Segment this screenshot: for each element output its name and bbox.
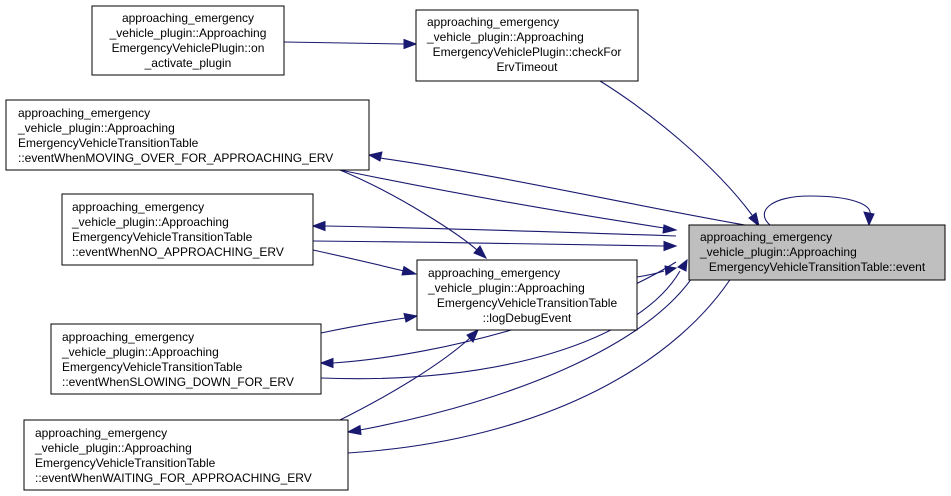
node-transition-table-event[interactable]: approaching_emergency _vehicle_plugin::A… [688, 224, 946, 281]
node-line: approaching_emergency [428, 266, 560, 280]
edge-event-self-loop [763, 195, 875, 227]
node-line: approaching_emergency [427, 15, 559, 29]
edge-slowing-down-to-log-debug [320, 312, 419, 334]
node-line: EmergencyVehicleTransitionTable [437, 296, 618, 310]
node-line: approaching_emergency [35, 426, 167, 440]
node-event-when-no-approaching[interactable]: approaching_emergency _vehicle_plugin::A… [61, 193, 314, 266]
node-line: ::eventWhenSLOWING_DOWN_FOR_ERV [62, 375, 294, 389]
node-line: EmergencyVehiclePlugin::on [112, 41, 265, 55]
node-line: approaching_emergency [18, 106, 150, 120]
node-line: EmergencyVehicleTransitionTable [18, 136, 199, 150]
edge-waiting-to-log-debug [339, 329, 479, 421]
node-line: _vehicle_plugin::Approaching [426, 30, 584, 44]
edge-moving-over-to-log-debug [339, 169, 488, 259]
edge-event-to-no-approaching [311, 220, 677, 237]
node-line: ::eventWhenNO_APPROACHING_ERV [72, 245, 284, 259]
node-line: _vehicle_plugin::Approaching [34, 441, 192, 455]
node-line: _vehicle_plugin::Approaching [61, 345, 219, 359]
node-line: approaching_emergency [62, 330, 194, 344]
edge-event-to-waiting [346, 264, 701, 436]
node-log-debug-event[interactable]: approaching_emergency _vehicle_plugin::A… [416, 259, 638, 331]
node-check-for-erv-timeout[interactable]: approaching_emergency _vehicle_plugin::A… [415, 9, 639, 82]
node-line: EmergencyVehiclePlugin::checkFor [433, 45, 622, 59]
node-line: ::logDebugEvent [483, 311, 572, 325]
node-event-when-waiting[interactable]: approaching_emergency _vehicle_plugin::A… [23, 419, 349, 491]
node-line: _vehicle_plugin::Approaching [109, 26, 267, 40]
node-line: EmergencyVehicleTransitionTable [62, 360, 243, 374]
edge-no-approaching-to-event [312, 240, 678, 252]
edge-no-approaching-to-log-debug [312, 249, 418, 276]
node-line: _activate_plugin [144, 56, 232, 70]
edge-slowing-down-to-event [320, 258, 688, 380]
edge-check-timeout-to-event [599, 80, 760, 228]
node-event-when-moving-over[interactable]: approaching_emergency _vehicle_plugin::A… [5, 99, 370, 171]
edge-log-debug-to-event [636, 265, 678, 278]
node-on-activate-plugin[interactable]: approaching_emergency _vehicle_plugin::A… [91, 5, 285, 76]
node-line: approaching_emergency [122, 11, 254, 25]
node-line: _vehicle_plugin::Approaching [427, 281, 585, 295]
edge-event-to-moving-over [367, 151, 746, 226]
node-line: _vehicle_plugin::Approaching [71, 215, 229, 229]
node-line: EmergencyVehicleTransitionTable [72, 230, 253, 244]
node-line: ::eventWhenWAITING_FOR_APPROACHING_ERV [35, 471, 312, 485]
node-line: EmergencyVehicleTransitionTable::event [709, 260, 926, 274]
edge-on-activate-to-check-timeout [283, 38, 418, 50]
node-line: ::eventWhenMOVING_OVER_FOR_APPROACHING_E… [18, 151, 333, 165]
node-line: approaching_emergency [72, 200, 204, 214]
node-event-when-slowing-down[interactable]: approaching_emergency _vehicle_plugin::A… [50, 323, 322, 395]
node-line: approaching_emergency [700, 230, 832, 244]
edge-moving-over-to-event [339, 169, 678, 234]
node-line: _vehicle_plugin::Approaching [699, 245, 857, 259]
node-line: ErvTimeout [497, 60, 559, 74]
node-line: EmergencyVehicleTransitionTable [35, 456, 216, 470]
node-line: _vehicle_plugin::Approaching [17, 121, 175, 135]
